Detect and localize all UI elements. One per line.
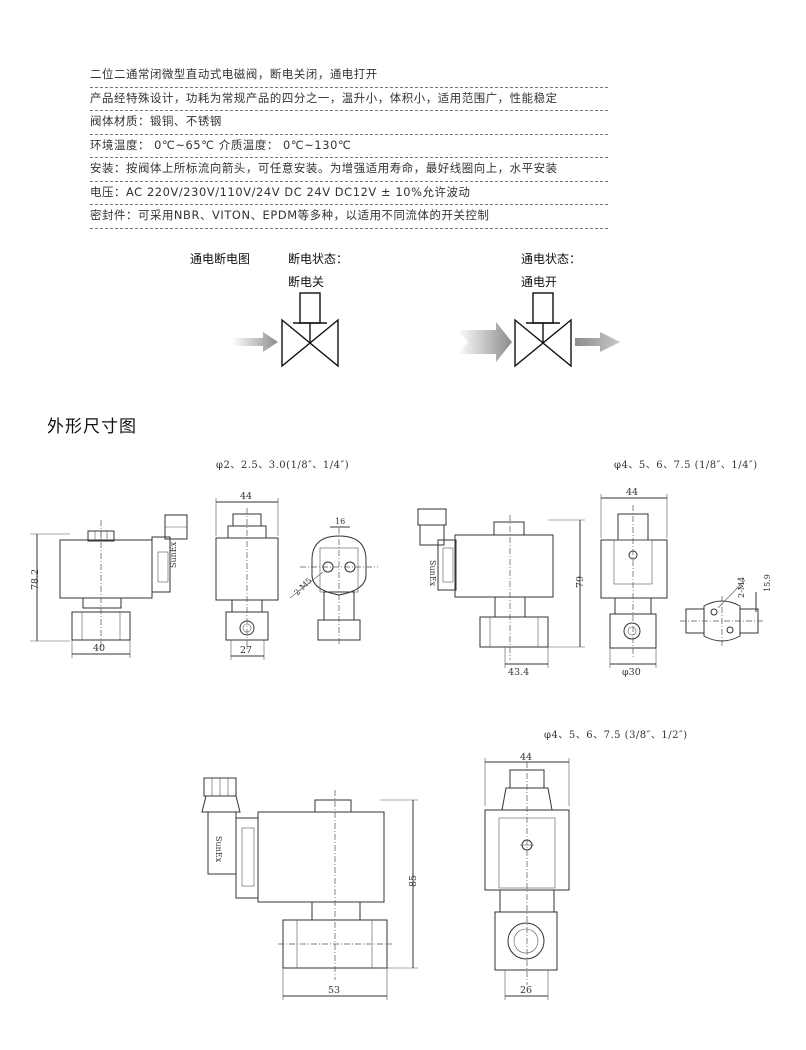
- drawing-caption-2: φ4、5、6、7.5 (1/8″、1/4″): [614, 460, 758, 471]
- flow-in-arrow-icon: [457, 322, 512, 362]
- flow-out-arrow-icon: [575, 332, 620, 352]
- dim-top-width-1: 16: [335, 517, 345, 526]
- spec-line: 产品经特殊设计，功耗为常规产品的四分之一，温升小，体积小，适用范围广，性能稳定: [90, 88, 608, 111]
- valve-1-side-view: [215, 498, 279, 660]
- valve-2-side-view: [600, 494, 668, 668]
- dim-side-width-2: 44: [626, 487, 638, 498]
- valve-off-symbol: [232, 292, 339, 368]
- on-state-value: 通电开: [521, 275, 558, 289]
- drawing-caption-3: φ4、5、6、7.5 (3/8″、1/2″): [544, 730, 688, 741]
- flow-in-arrow-icon: [232, 332, 278, 352]
- dim-width-1: 40: [93, 643, 105, 654]
- spec-line: 电压：AC 220V/230V/110V/24V DC 24V DC12V ± …: [90, 182, 608, 205]
- spec-line: 密封件：可采用NBR、VITON、EPDM等多种，以适用不同流体的开关控制: [90, 205, 608, 229]
- off-state-label: 断电状态：: [288, 252, 349, 266]
- coil-brand-label: SunEx: [169, 541, 178, 568]
- spec-line: 安装：按阀体上所标流向箭头，可任意安装。为增强适用寿命，最好线圈向上，水平安装: [90, 158, 608, 182]
- spec-line: 二位二通常闭微型直动式电磁阀，断电关闭，通电打开: [90, 64, 608, 88]
- valve-1-top-view: [289, 526, 378, 645]
- dim-thread-1: 2-M5: [292, 576, 313, 597]
- coil-brand-label: SunEx: [428, 560, 437, 587]
- dim-height-2: 79: [575, 576, 586, 588]
- valve-2-top-view: [680, 579, 765, 648]
- dim-height-1: 78.2: [30, 569, 41, 590]
- dim-side-bottom-3: 26: [520, 985, 532, 996]
- dimension-section-title: 外形尺寸图: [47, 417, 137, 437]
- dim-side-width-1: 44: [240, 491, 252, 502]
- off-state-value: 断电关: [288, 275, 325, 289]
- dim-side-width-3: 44: [520, 752, 532, 763]
- dim-thread-2: 2-M4: [737, 577, 746, 598]
- drawing-caption-1: φ2、2.5、3.0(1/8″、1/4″): [216, 460, 350, 471]
- dim-height-3: 85: [408, 875, 419, 887]
- valve-1-front-view: [30, 514, 188, 658]
- spec-line: 环境温度： 0℃~65℃ 介质温度： 0℃~130℃: [90, 135, 608, 158]
- dim-pitch-2: 15.9: [763, 574, 772, 592]
- dim-width-3: 53: [328, 985, 340, 996]
- valve-3-front-view: [201, 777, 418, 1000]
- valve-3-side-view: [484, 758, 570, 1000]
- coil-brand-label: SunEx: [214, 836, 223, 863]
- dim-side-bottom-1: 27: [240, 645, 252, 656]
- spec-line: 阀体材质：锻铜、不锈钢: [90, 111, 608, 135]
- state-diagram-title: 通电断电图: [190, 252, 251, 266]
- dim-width-2: 43.4: [508, 667, 529, 678]
- on-state-label: 通电状态：: [521, 252, 582, 266]
- dim-side-bottom-2: φ30: [622, 667, 641, 678]
- valve-on-symbol: [457, 292, 620, 368]
- valve-2-front-view: [417, 508, 585, 668]
- spec-list: 二位二通常闭微型直动式电磁阀，断电关闭，通电打开 产品经特殊设计，功耗为常规产品…: [90, 64, 608, 229]
